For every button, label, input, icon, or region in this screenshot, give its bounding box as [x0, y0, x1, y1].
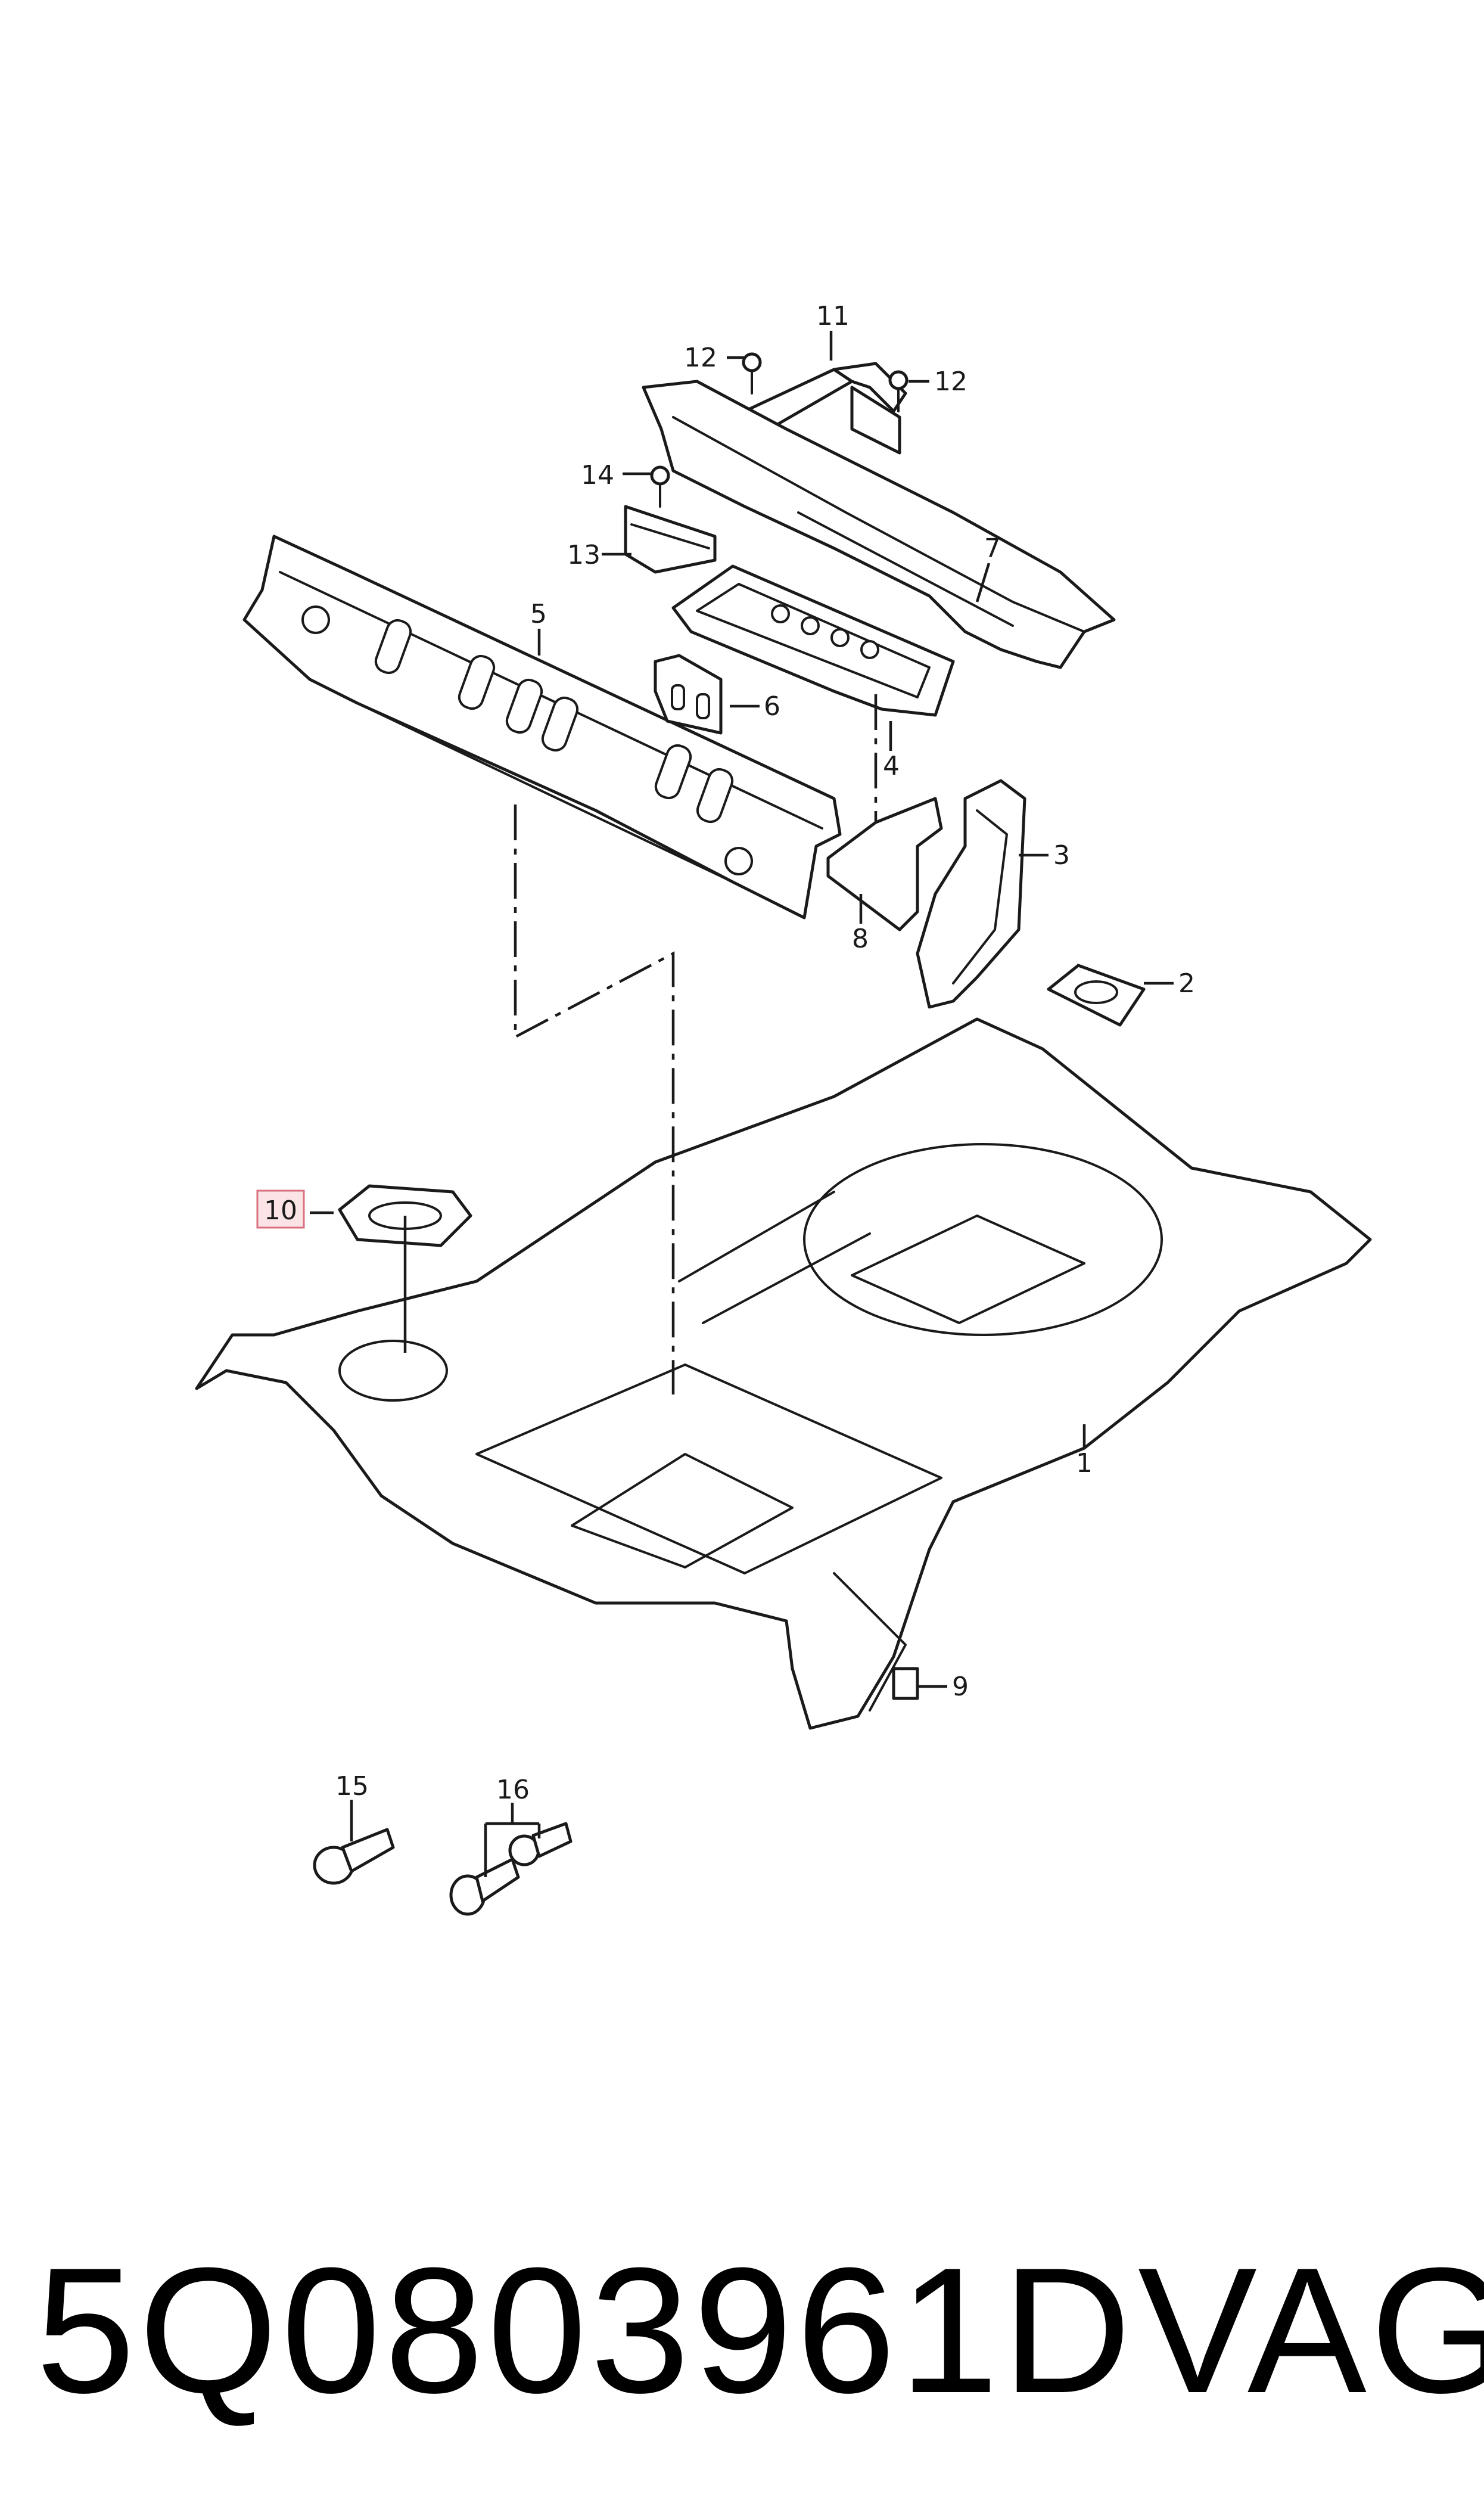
callout-12-left: 12	[684, 343, 717, 373]
part-9-clip	[892, 1667, 919, 1700]
callout-16: 16	[496, 1775, 530, 1805]
part-13-bracket	[624, 505, 717, 574]
callout-9: 9	[952, 1672, 969, 1702]
part-16-bolt-a	[449, 1858, 520, 1916]
part-6-bracket	[654, 654, 723, 735]
part-15-bolt	[313, 1828, 395, 1885]
bolt-12-right	[888, 370, 909, 412]
callout-11: 11	[816, 301, 850, 331]
part-5-rear-panel	[242, 535, 842, 920]
exploded-parts-diagram: 11 12 12 14 13 7 5 6 4 3 8 2 10 1 9 15 1…	[195, 301, 1372, 1916]
callout-10-highlight-box	[256, 1189, 305, 1229]
callout-4: 4	[883, 751, 900, 781]
callout-13: 13	[567, 540, 601, 570]
callout-7: 7	[984, 533, 1001, 564]
footer: 5Q0803961D VAG	[0, 2205, 1484, 2519]
bolt-12-left	[742, 352, 762, 395]
callout-3: 3	[1053, 840, 1070, 871]
callout-6: 6	[764, 691, 780, 722]
callout-8: 8	[852, 924, 869, 954]
callout-5: 5	[530, 599, 547, 629]
callout-10[interactable]: 10	[264, 1195, 297, 1226]
callout-15: 15	[335, 1771, 369, 1801]
alignment-dash-line	[514, 805, 675, 1394]
part-8-bracket	[826, 797, 943, 931]
callout-1: 1	[1076, 1448, 1093, 1479]
part-2-plate	[1047, 964, 1146, 1027]
part-4-panel	[671, 564, 955, 717]
part-7-cross-member	[642, 380, 1116, 669]
callout-14: 14	[581, 460, 614, 490]
brand-label: VAG	[1138, 2230, 1484, 2430]
leader-lines	[310, 331, 1174, 1877]
part-11-strap	[743, 362, 907, 455]
part-number: 5Q0803961D	[36, 2230, 1135, 2430]
part-1-floor-pan	[195, 1017, 1372, 1730]
part-3-side-member	[916, 779, 1026, 1009]
callout-2: 2	[1178, 968, 1195, 999]
callout-12-right: 12	[934, 366, 967, 397]
bolt-14	[650, 465, 670, 508]
part-16-bolt-b	[508, 1822, 573, 1866]
